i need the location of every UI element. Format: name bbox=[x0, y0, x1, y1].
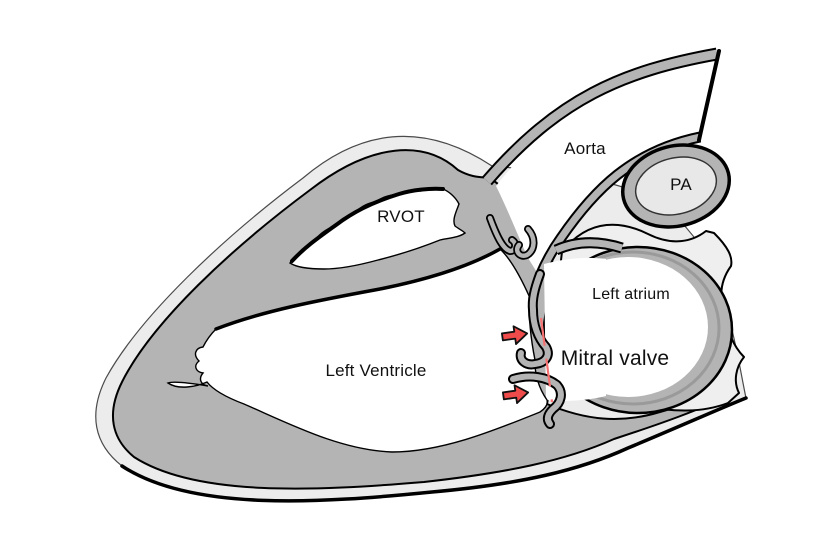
mitral-anterior-leaflet-fill bbox=[517, 271, 551, 368]
aorta-lumen bbox=[496, 60, 712, 274]
pericardium-bottom-edge bbox=[120, 396, 748, 503]
left-atrium-lumen-extension bbox=[544, 257, 606, 401]
label-pulmonary-artery: PA bbox=[670, 175, 692, 194]
red-arrow-icon-lower bbox=[502, 384, 530, 404]
label-left-atrium: Left atrium bbox=[592, 286, 670, 303]
ventricle-septal-edge bbox=[214, 247, 502, 331]
label-rvot: RVOT bbox=[377, 207, 425, 226]
valve-plane-dashed-line bbox=[539, 317, 554, 403]
aortic-valve-curl-right-fill bbox=[514, 226, 536, 258]
atrium-upper-wall-fill bbox=[554, 239, 624, 254]
rvot-upper-edge bbox=[290, 186, 445, 263]
label-left-ventricle: Left Ventricle bbox=[325, 361, 427, 380]
pa-lumen bbox=[634, 156, 718, 216]
red-arrow-icon-upper bbox=[501, 325, 529, 345]
aorta-left-wall-fill bbox=[483, 49, 718, 184]
aorta-cut-edge bbox=[697, 49, 721, 142]
label-mitral-valve: Mitral valve bbox=[560, 347, 670, 370]
aortic-valve-curl-left-fill bbox=[487, 215, 518, 254]
pulmonary-artery bbox=[620, 143, 732, 229]
label-aorta: Aorta bbox=[564, 139, 606, 158]
mitral-posterior-leaflet-fill bbox=[510, 373, 564, 427]
